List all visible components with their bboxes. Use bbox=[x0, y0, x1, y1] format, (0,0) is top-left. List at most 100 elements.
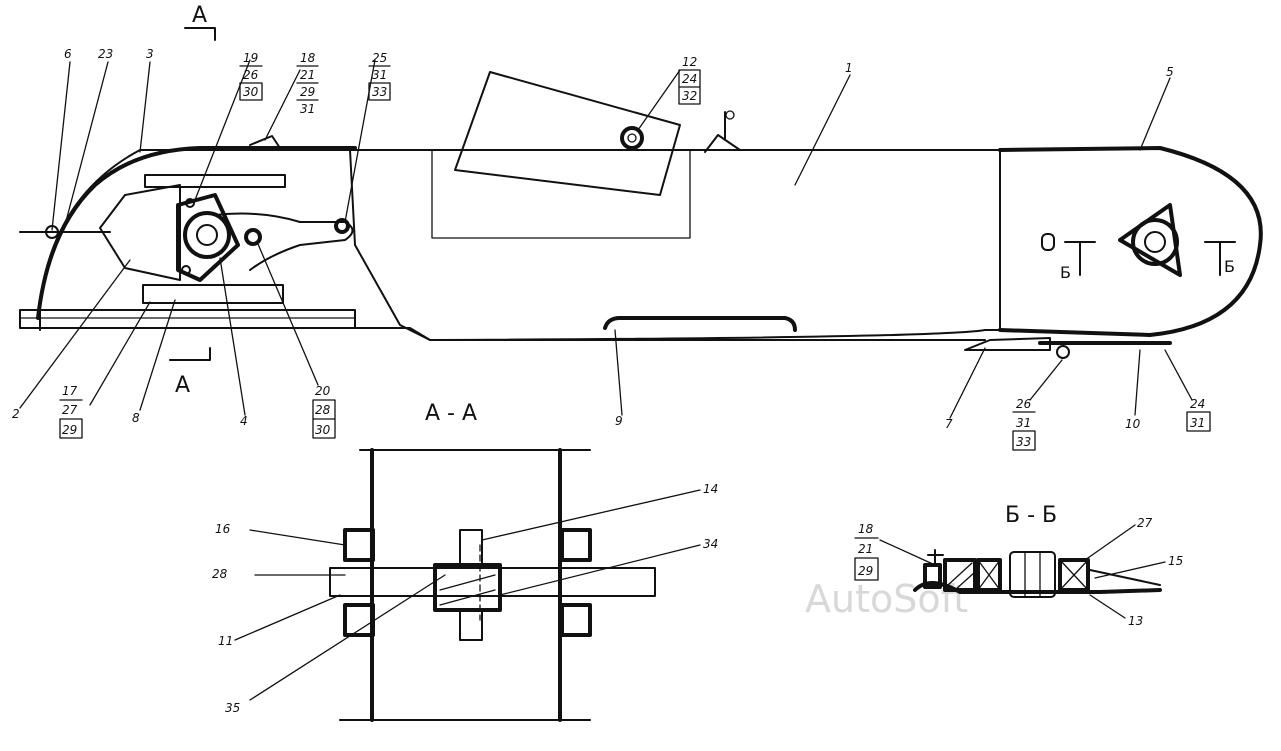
callout-5: 5 bbox=[1166, 65, 1174, 79]
callout-4: 4 bbox=[240, 414, 248, 428]
svg-text:26: 26 bbox=[1016, 397, 1032, 411]
svg-text:21: 21 bbox=[300, 68, 315, 82]
sprocket-plate bbox=[176, 193, 240, 282]
right-shaft bbox=[1144, 231, 1166, 253]
drive-shaft bbox=[196, 224, 218, 246]
callout-8: 8 bbox=[132, 411, 140, 425]
svg-text:27: 27 bbox=[62, 403, 78, 417]
lower-bracket bbox=[142, 284, 284, 304]
callout-28: 28 bbox=[212, 567, 228, 581]
callouts-bb: 18 21 29 27 15 13 bbox=[854, 516, 1183, 628]
cut-label-top: А bbox=[192, 3, 207, 28]
left-cover bbox=[36, 146, 357, 320]
callout-35: 35 bbox=[225, 701, 240, 715]
cut-label-bottom: А bbox=[175, 373, 190, 398]
top-clamp bbox=[249, 135, 281, 149]
svg-text:20: 20 bbox=[315, 384, 331, 398]
callout-23: 23 bbox=[98, 47, 113, 61]
lever-arm bbox=[214, 212, 354, 271]
callout-15: 15 bbox=[1168, 554, 1183, 568]
callout-2: 2 bbox=[12, 407, 20, 421]
svg-text:29: 29 bbox=[300, 85, 315, 99]
callout-10: 10 bbox=[1125, 417, 1141, 431]
svg-text:29: 29 bbox=[858, 564, 873, 578]
idler-roller bbox=[244, 228, 262, 246]
svg-text:28: 28 bbox=[315, 403, 331, 417]
stack-17-27-29: 17 27 29 bbox=[59, 384, 83, 439]
svg-text:33: 33 bbox=[372, 85, 387, 99]
right-end-cap bbox=[998, 146, 1263, 337]
callout-6: 6 bbox=[64, 47, 72, 61]
tensioner-plate bbox=[99, 184, 181, 281]
leader-lines-aa bbox=[234, 489, 701, 701]
callouts-main: 6 23 3 1 5 2 8 4 9 7 10 19 26 30 18 21 2… bbox=[12, 47, 1211, 451]
section-mark-b-left bbox=[1064, 241, 1096, 276]
svg-text:29: 29 bbox=[62, 423, 77, 437]
svg-text:32: 32 bbox=[682, 89, 697, 103]
lid-plug-center bbox=[627, 133, 637, 143]
cut-mark-bottom bbox=[169, 347, 211, 361]
svg-text:18: 18 bbox=[300, 51, 316, 65]
svg-text:18: 18 bbox=[858, 522, 874, 536]
callout-14: 14 bbox=[703, 482, 718, 496]
svg-text:12: 12 bbox=[682, 55, 697, 69]
plate-bolt-b bbox=[181, 265, 191, 275]
svg-text:19: 19 bbox=[243, 51, 258, 65]
leader-lines bbox=[19, 59, 1193, 419]
stack-26-31-33: 26 31 33 bbox=[1012, 397, 1036, 451]
cut-mark-top bbox=[184, 27, 216, 41]
svg-text:25: 25 bbox=[372, 51, 387, 65]
callout-16: 16 bbox=[215, 522, 231, 536]
svg-text:21: 21 bbox=[858, 542, 873, 556]
lid-plug bbox=[620, 126, 644, 150]
svg-text:26: 26 bbox=[243, 68, 259, 82]
svg-text:17: 17 bbox=[62, 384, 78, 398]
svg-text:33: 33 bbox=[1016, 435, 1031, 449]
stack-12-24-32: 12 24 32 bbox=[678, 55, 701, 105]
right-hub bbox=[1131, 218, 1179, 266]
callout-34: 34 bbox=[703, 537, 718, 551]
stack-25-31-33: 25 31 33 bbox=[368, 51, 391, 101]
right-bracket bbox=[964, 337, 1051, 351]
stack-18-21-29-bb: 18 21 29 bbox=[854, 522, 879, 581]
top-lever bbox=[704, 111, 741, 153]
callouts-aa: 16 28 11 35 14 34 bbox=[212, 482, 718, 715]
svg-text:24: 24 bbox=[682, 72, 697, 86]
top-lever-knob bbox=[725, 110, 735, 120]
main-view: Б Б А А bbox=[19, 3, 1263, 398]
hinged-lid bbox=[454, 71, 681, 196]
callout-11: 11 bbox=[218, 634, 233, 648]
lower-chain-guard bbox=[603, 316, 797, 332]
callout-27: 27 bbox=[1137, 516, 1153, 530]
pin-25 bbox=[334, 218, 350, 234]
svg-text:31: 31 bbox=[1190, 416, 1205, 430]
section-bb-title: Б - Б bbox=[1005, 503, 1057, 528]
sight-hole bbox=[1041, 233, 1055, 251]
stack-20-28-30: 20 28 30 bbox=[312, 384, 336, 439]
stack-18-21-29-31: 18 21 29 31 bbox=[296, 51, 319, 116]
callout-7: 7 bbox=[945, 417, 953, 431]
callout-1: 1 bbox=[845, 61, 853, 75]
svg-text:30: 30 bbox=[315, 423, 331, 437]
callout-9: 9 bbox=[615, 414, 623, 428]
svg-text:31: 31 bbox=[372, 68, 387, 82]
svg-text:31: 31 bbox=[1016, 416, 1031, 430]
base-plate bbox=[19, 309, 356, 329]
drive-hub bbox=[183, 211, 231, 259]
inner-letter-b-left: Б bbox=[1060, 263, 1071, 282]
inner-box bbox=[431, 149, 691, 239]
plate-bolt-a bbox=[185, 198, 195, 208]
upper-rail bbox=[144, 174, 286, 188]
stack-24-31: 24 31 bbox=[1186, 397, 1211, 432]
section-b-b: Б - Б bbox=[913, 503, 1162, 598]
callout-3: 3 bbox=[146, 47, 154, 61]
callout-13: 13 bbox=[1128, 614, 1143, 628]
svg-text:30: 30 bbox=[243, 85, 259, 99]
svg-text:31: 31 bbox=[300, 102, 315, 116]
bottom-line bbox=[354, 327, 986, 341]
section-a-a: А - А bbox=[329, 401, 656, 722]
roller-26 bbox=[1056, 345, 1070, 359]
inner-letter-b-right: Б bbox=[1224, 257, 1235, 276]
leader-lines-bb bbox=[879, 524, 1166, 619]
